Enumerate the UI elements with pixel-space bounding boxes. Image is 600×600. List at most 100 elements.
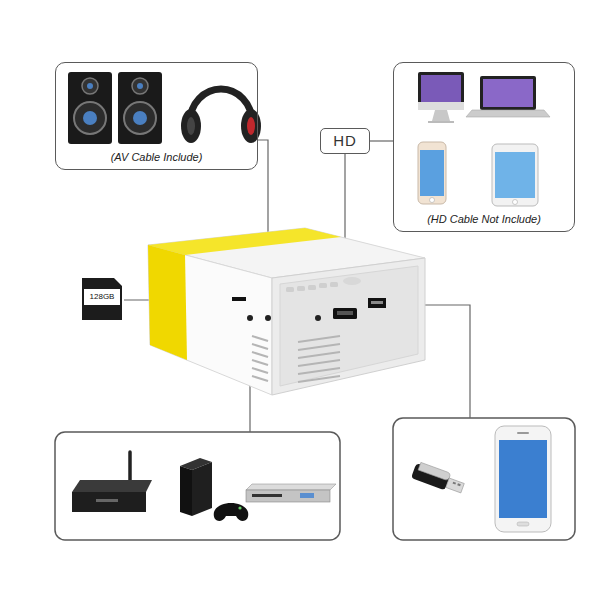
tv-box-icon (72, 452, 152, 512)
tv-box-icon (128, 452, 132, 482)
console-icon (180, 458, 248, 521)
phone-icon (430, 198, 435, 203)
vent-grille (298, 376, 340, 382)
laptop-icon (466, 76, 550, 117)
console-icon (180, 466, 192, 516)
headphones-icon (181, 109, 201, 143)
tv-box-icon (72, 492, 146, 512)
headphones-icon (187, 117, 195, 135)
projector-buttons (286, 287, 294, 292)
desktop-icon (428, 121, 454, 123)
headphones-icon (241, 109, 261, 143)
dvd-player-icon (246, 484, 336, 502)
vent-grille (252, 376, 268, 381)
sd-card-icon (84, 289, 120, 305)
laptop-icon (466, 110, 550, 117)
vent-grille (298, 368, 340, 374)
phone-icon (420, 150, 444, 196)
vent-grille (298, 352, 340, 358)
speaker-icon (132, 78, 148, 94)
dvd-player-icon (246, 484, 336, 490)
vent-grille (298, 336, 340, 342)
desktop-icon (418, 72, 464, 123)
usb-stick-icon (453, 482, 457, 485)
usb-panel (393, 418, 575, 540)
projector-ports (333, 308, 357, 319)
projector-buttons (330, 282, 338, 287)
projector-buttons (286, 277, 361, 292)
projector-buttons (343, 277, 361, 285)
projector-body (148, 228, 425, 395)
phone-icon (418, 142, 446, 204)
projector-ports (315, 315, 321, 321)
desktop-icon (432, 110, 450, 121)
usb-stick-icon (446, 478, 464, 493)
projector-ports (232, 297, 246, 301)
dvd-player-icon (252, 494, 282, 497)
dvd-player-icon (300, 493, 314, 498)
projector-buttons (308, 285, 316, 290)
vent-grille (252, 344, 268, 349)
speaker-icon (87, 83, 93, 89)
vent-grille (298, 344, 340, 350)
sd-card-icon (82, 278, 122, 320)
console-icon (192, 462, 212, 516)
speaker-icon (68, 72, 112, 144)
tablet-icon (492, 144, 538, 206)
projector-ports (337, 311, 353, 315)
device-panel: (HD Cable Not Include) (393, 62, 575, 232)
phone-icon (418, 142, 446, 204)
laptop-icon (480, 76, 536, 110)
connector-line (370, 140, 393, 141)
projector-ports (368, 298, 386, 308)
desktop-icon (421, 75, 461, 102)
vent-grille (252, 352, 268, 357)
vent-grille (252, 368, 268, 373)
speaker-icon (118, 72, 162, 144)
smartphone-icon (517, 432, 529, 434)
projector-ports (371, 301, 383, 304)
projector-body (148, 245, 187, 360)
port-label: HD (333, 132, 357, 150)
source-panel (55, 432, 340, 540)
dvd-player-icon (246, 490, 330, 502)
smartphone-icon (499, 440, 547, 518)
projector-body (148, 228, 341, 255)
desktop-icon (418, 102, 464, 110)
speaker-icon (68, 72, 162, 144)
vent-grille (252, 336, 340, 382)
projector-buttons (297, 286, 305, 291)
speaker-icon (133, 111, 147, 125)
smartphone-icon (517, 522, 529, 526)
vent-grille (298, 360, 340, 366)
cable-note: (AV Cable Include) (111, 150, 203, 164)
speaker-icon (83, 111, 97, 125)
projector-ports (247, 315, 253, 321)
projector-buttons (319, 283, 327, 288)
usb-stick-icon (457, 483, 461, 486)
leader-line (124, 140, 470, 432)
console-icon (214, 503, 249, 521)
projector-body (272, 258, 425, 395)
tablet-icon (513, 200, 518, 205)
projector-ports (265, 315, 271, 321)
headphones-icon (181, 89, 261, 143)
tablet-icon (492, 144, 538, 206)
projector-ports (232, 297, 386, 321)
vent-grille (252, 336, 268, 341)
smartphone-icon (495, 426, 551, 532)
projector-body (148, 245, 272, 395)
speaker-icon (124, 102, 156, 134)
sd-card-icon (82, 278, 122, 320)
usb-stick-icon (418, 462, 451, 480)
projector-body (280, 266, 418, 386)
usb-stick-icon (411, 461, 466, 496)
cable-note: (HD Cable Not Include) (427, 212, 541, 226)
capacity-label: 128GB (84, 289, 120, 305)
laptop-icon (483, 79, 533, 107)
desktop-icon (418, 72, 464, 110)
usb-stick-icon (411, 463, 450, 490)
vent-grille (252, 360, 268, 365)
device-panel: (AV Cable Include) (55, 62, 258, 170)
